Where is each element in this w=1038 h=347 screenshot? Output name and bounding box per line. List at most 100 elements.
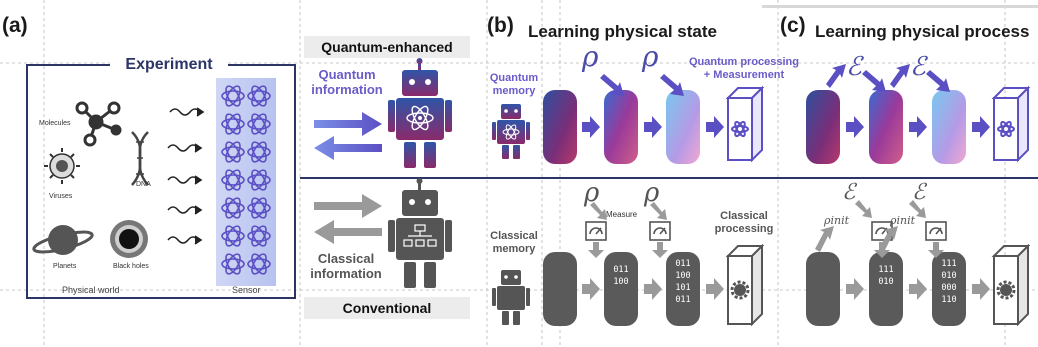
classical-arrow-left: [314, 220, 382, 244]
rho-arrow-1: [600, 74, 624, 96]
channel-symbol-grey-2: ℰ: [912, 180, 926, 205]
b-quantum-processor: [725, 85, 765, 163]
rho-arrow-2: [660, 74, 684, 96]
b-meter-arrow-1: [588, 242, 604, 258]
sensor-atom-3: [221, 113, 245, 135]
panel-c-title: Learning physical process: [815, 22, 1030, 41]
b-meter-arrow-2: [652, 242, 668, 258]
b-quantum-memory-2: [604, 90, 638, 164]
classical-memory-robot-icon: [492, 270, 530, 325]
c-quantum-processor: [991, 85, 1031, 163]
label-molecules: Molecules: [39, 120, 71, 127]
channel-symbol-1: ℰ: [846, 52, 862, 82]
b-bits-2: 011 100 101 011: [675, 259, 691, 305]
b-c-arrow-1: [582, 278, 600, 300]
label-sensor: Sensor: [232, 285, 261, 295]
b-rho-arrow-1: [590, 202, 607, 220]
channel-symbol-grey-1: ℰ: [842, 180, 856, 205]
classical-arrow-right: [314, 194, 382, 218]
label-physical-world: Physical world: [62, 285, 120, 295]
quantum-robot-icon: [388, 58, 452, 168]
panel-b-classical-row: [543, 202, 765, 327]
quantum-processing-label: Quantum processing + Measurement: [688, 56, 800, 81]
sensor-atom-5: [221, 141, 245, 163]
c-ch-in-arrow-1: [862, 70, 886, 92]
c-init-arrow-2: [879, 226, 898, 252]
sensor-atom-4: [247, 113, 271, 135]
c-quantum-memory-3: [932, 90, 966, 164]
c-init-arrow-1: [815, 226, 834, 252]
sensor-atom-13: [221, 253, 245, 275]
b-meter-1: [585, 221, 607, 241]
c-ch-in-grey-2: [909, 200, 926, 218]
panel-b-title: Learning physical state: [528, 22, 717, 41]
label-planets: Planets: [53, 263, 77, 270]
c-ch-in-grey-1: [855, 200, 872, 218]
classical-exchange-arrows: [314, 194, 382, 244]
b-classical-memory-2: [604, 252, 638, 326]
c-classical-memory-2: [869, 252, 903, 326]
signal-waves: [167, 107, 205, 245]
channel-symbol-2: ℰ: [910, 52, 926, 82]
c-classical-processor: [991, 243, 1031, 327]
virus-icon: [44, 148, 80, 184]
c-meter-2: [925, 221, 947, 241]
quantum-arrow-left: [314, 136, 382, 160]
rho-symbol-grey-1: ρ: [584, 178, 600, 208]
sensor-atom-8: [247, 169, 271, 191]
conventional-banner: Conventional: [304, 297, 470, 319]
c-c-arrow-2: [909, 278, 927, 300]
b-rho-arrow-2: [650, 202, 667, 220]
panel-c-letter: (c): [780, 14, 806, 37]
experiment-title: Experiment: [110, 55, 228, 75]
c-classical-memory-3: [932, 252, 966, 326]
panel-b-letter: (b): [487, 14, 514, 37]
b-c-arrow-2: [644, 278, 662, 300]
c-ch-out-arrow-1: [826, 64, 846, 88]
sensor-atom-1: [221, 85, 245, 107]
classical-robot-icon: [388, 178, 452, 288]
molecule-icon: [75, 101, 122, 147]
sensor-atom-2: [247, 85, 271, 107]
quantum-memory-label: Quantum memory: [489, 72, 539, 97]
c-quantum-memory-2: [869, 90, 903, 164]
top-grey-bar: [762, 5, 1038, 8]
panel-c-classical-row: [806, 200, 1031, 327]
b-quantum-memory-1: [543, 90, 577, 164]
rho-init-label-2: ρinit: [890, 214, 916, 227]
black-hole-icon: [110, 220, 148, 258]
rho-symbol-grey-2: ρ: [644, 178, 660, 208]
b-bits-1: 011 100: [613, 265, 629, 287]
classical-processing-label: Classical processing: [714, 210, 774, 235]
b-c-arrow-3: [706, 278, 724, 300]
label-dna: DNA: [136, 181, 151, 188]
rho-init-label-1: ρinit: [824, 214, 850, 227]
label-viruses: Viruses: [49, 193, 73, 200]
sensor-atom-11: [221, 225, 245, 247]
c-classical-memory-1: [806, 252, 840, 326]
c-quantum-memory-1: [806, 90, 840, 164]
rho-symbol-1: ρ: [582, 40, 599, 73]
sensor-atom-10: [247, 197, 271, 219]
experiment-frame: [26, 64, 296, 299]
b-q-arrow-2: [644, 116, 662, 138]
c-q-arrow-2: [909, 116, 927, 138]
b-q-arrow-3: [706, 116, 724, 138]
c-c-arrow-3: [972, 278, 990, 300]
sensor-atom-7: [221, 169, 245, 191]
sensor-atom-12: [247, 225, 271, 247]
dna-icon: [131, 131, 149, 186]
quantum-information-label: Quantum information: [311, 67, 383, 97]
quantum-memory-robot-icon: [492, 104, 530, 159]
c-meter-arrow-2: [928, 242, 944, 258]
quantum-exchange-arrows: [314, 112, 382, 160]
b-meter-2: [649, 221, 671, 241]
planet-icon: [32, 225, 94, 255]
panel-c-quantum-row: [806, 64, 1031, 164]
sensor-atom-9: [221, 197, 245, 219]
label-black-holes: Black holes: [113, 263, 149, 270]
sensor-atom-6: [247, 141, 271, 163]
quantum-arrow-right: [314, 112, 382, 136]
measure-label: Measure: [606, 210, 638, 219]
